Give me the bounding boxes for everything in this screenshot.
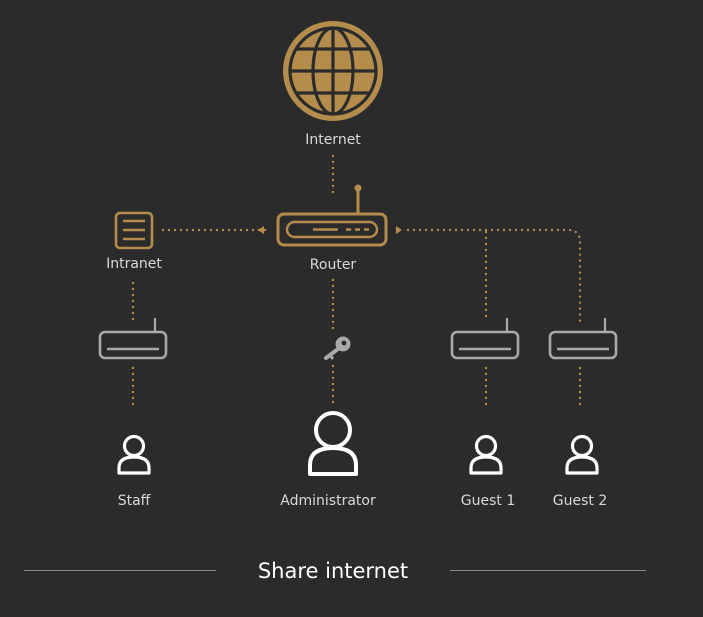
router-icon bbox=[276, 190, 388, 247]
caption-divider-left bbox=[24, 570, 216, 571]
caption-divider-right bbox=[450, 570, 646, 571]
globe-icon bbox=[283, 21, 383, 121]
connector-router-guests bbox=[406, 228, 582, 324]
intranet-label: Intranet bbox=[106, 256, 162, 272]
guest1-label: Guest 1 bbox=[460, 493, 516, 509]
access-point-icon bbox=[450, 318, 520, 360]
arrow-left-icon bbox=[258, 226, 264, 234]
administrator-label: Administrator bbox=[280, 493, 376, 509]
internet-label: Internet bbox=[305, 132, 361, 148]
server-document-icon bbox=[114, 211, 154, 250]
access-point-icon bbox=[98, 318, 168, 360]
staff-label: Staff bbox=[117, 493, 151, 509]
user-icon bbox=[117, 434, 151, 475]
user-icon bbox=[565, 434, 599, 475]
user-icon bbox=[469, 434, 503, 475]
router-label: Router bbox=[309, 257, 357, 273]
router-antenna-tip bbox=[354, 184, 362, 192]
user-icon bbox=[308, 411, 358, 476]
access-point-icon bbox=[548, 318, 618, 360]
arrow-right-icon bbox=[396, 226, 402, 234]
caption-title: Share internet bbox=[257, 559, 409, 583]
key-icon bbox=[324, 336, 351, 360]
guest2-label: Guest 2 bbox=[552, 493, 608, 509]
